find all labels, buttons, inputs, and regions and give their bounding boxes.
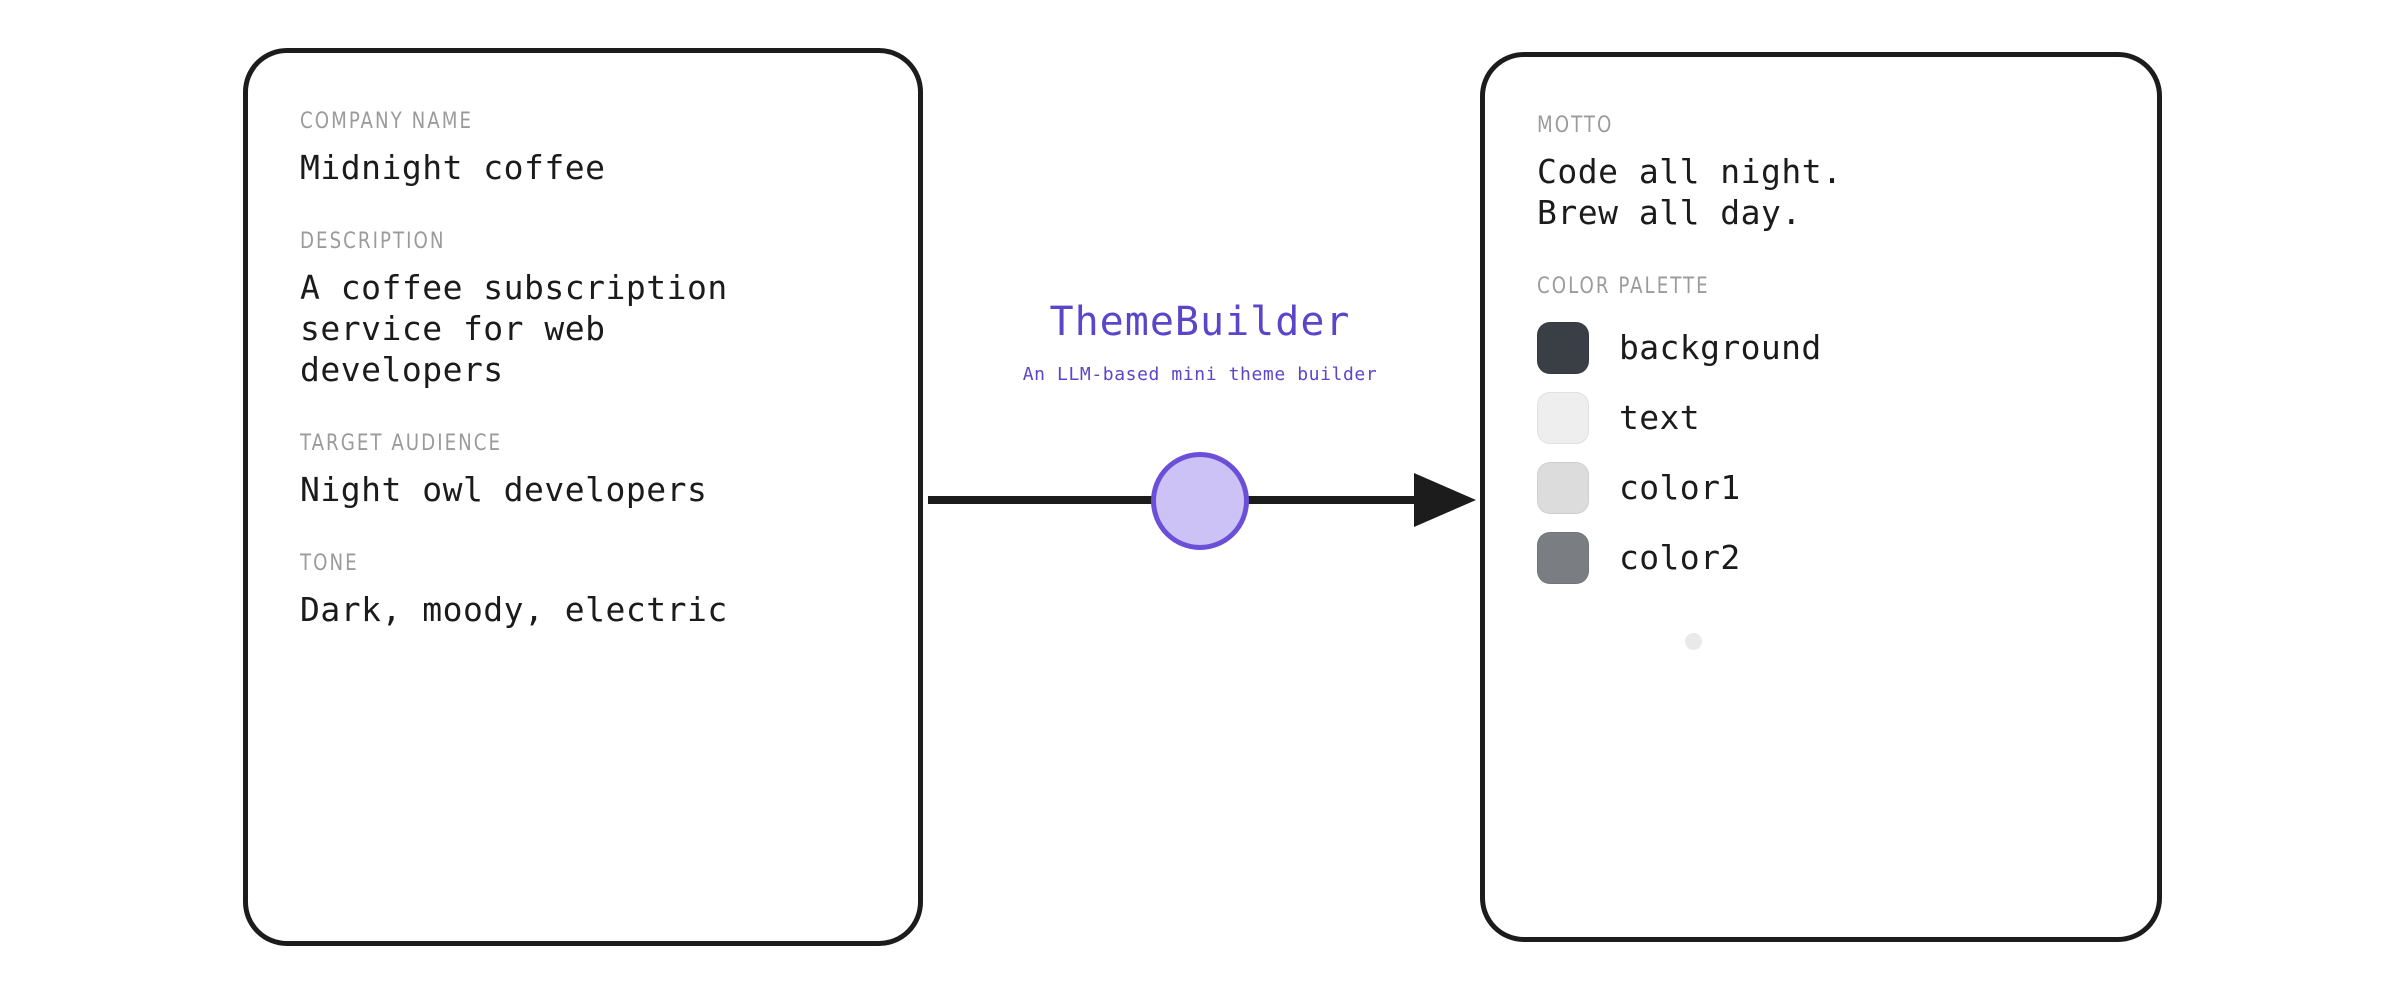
field-label-company-name: COMPANY NAME (300, 109, 474, 134)
field-tone: TONE Dark, moody, electric (300, 551, 878, 631)
color-swatch[interactable] (1537, 531, 1589, 584)
palette-loading-dot (1685, 632, 1702, 650)
field-label-motto: MOTTO (1537, 113, 1614, 138)
color-swatch-label: background (1619, 328, 1822, 368)
field-value-company-name: Midnight coffee (300, 148, 606, 187)
palette-row[interactable]: color2 (1537, 523, 2117, 593)
color-swatch[interactable] (1537, 461, 1589, 514)
field-target-audience: TARGET AUDIENCE Night owl developers (300, 431, 878, 511)
color-palette-list: background text color1 color2 (1537, 313, 2117, 593)
color-swatch-label: color1 (1619, 468, 1741, 508)
palette-row[interactable]: background (1537, 313, 2117, 383)
output-card: MOTTO Code all night. Brew all day. COLO… (1480, 52, 2162, 942)
field-motto: MOTTO Code all night. Brew all day. (1537, 113, 2117, 234)
color-swatch-label: text (1619, 398, 1701, 438)
field-label-color-palette: COLOR PALETTE (1537, 273, 1710, 299)
input-card: COMPANY NAME Midnight coffee DESCRIPTION… (243, 48, 923, 946)
field-label-target-audience: TARGET AUDIENCE (300, 430, 503, 456)
field-value-tone: Dark, moody, electric (300, 589, 728, 629)
color-swatch[interactable] (1537, 391, 1589, 444)
input-card-body: COMPANY NAME Midnight coffee DESCRIPTION… (300, 109, 878, 630)
palette-row[interactable]: text (1537, 383, 2117, 453)
field-label-description: DESCRIPTION (300, 228, 446, 254)
field-value-description: A coffee subscription service for web de… (300, 267, 728, 389)
brand-subtitle: An LLM-based mini theme builder (1022, 364, 1378, 385)
field-value-target-audience: Night owl developers (300, 469, 708, 509)
field-color-palette: COLOR PALETTE background text color1 col… (1537, 274, 2117, 650)
field-description: DESCRIPTION A coffee subscription servic… (300, 229, 878, 391)
flow-node-circle (1151, 452, 1249, 550)
field-label-tone: TONE (300, 550, 359, 576)
brand-block: ThemeBuilder An LLM-based mini theme bui… (930, 300, 1470, 385)
field-value-motto: Code all night. Brew all day. (1537, 152, 1843, 232)
palette-row[interactable]: color1 (1537, 453, 2117, 523)
brand-title: ThemeBuilder (1049, 299, 1351, 345)
color-swatch-label: color2 (1619, 538, 1741, 578)
field-company-name: COMPANY NAME Midnight coffee (300, 109, 878, 189)
output-card-body: MOTTO Code all night. Brew all day. COLO… (1537, 113, 2117, 650)
color-swatch[interactable] (1537, 321, 1589, 374)
